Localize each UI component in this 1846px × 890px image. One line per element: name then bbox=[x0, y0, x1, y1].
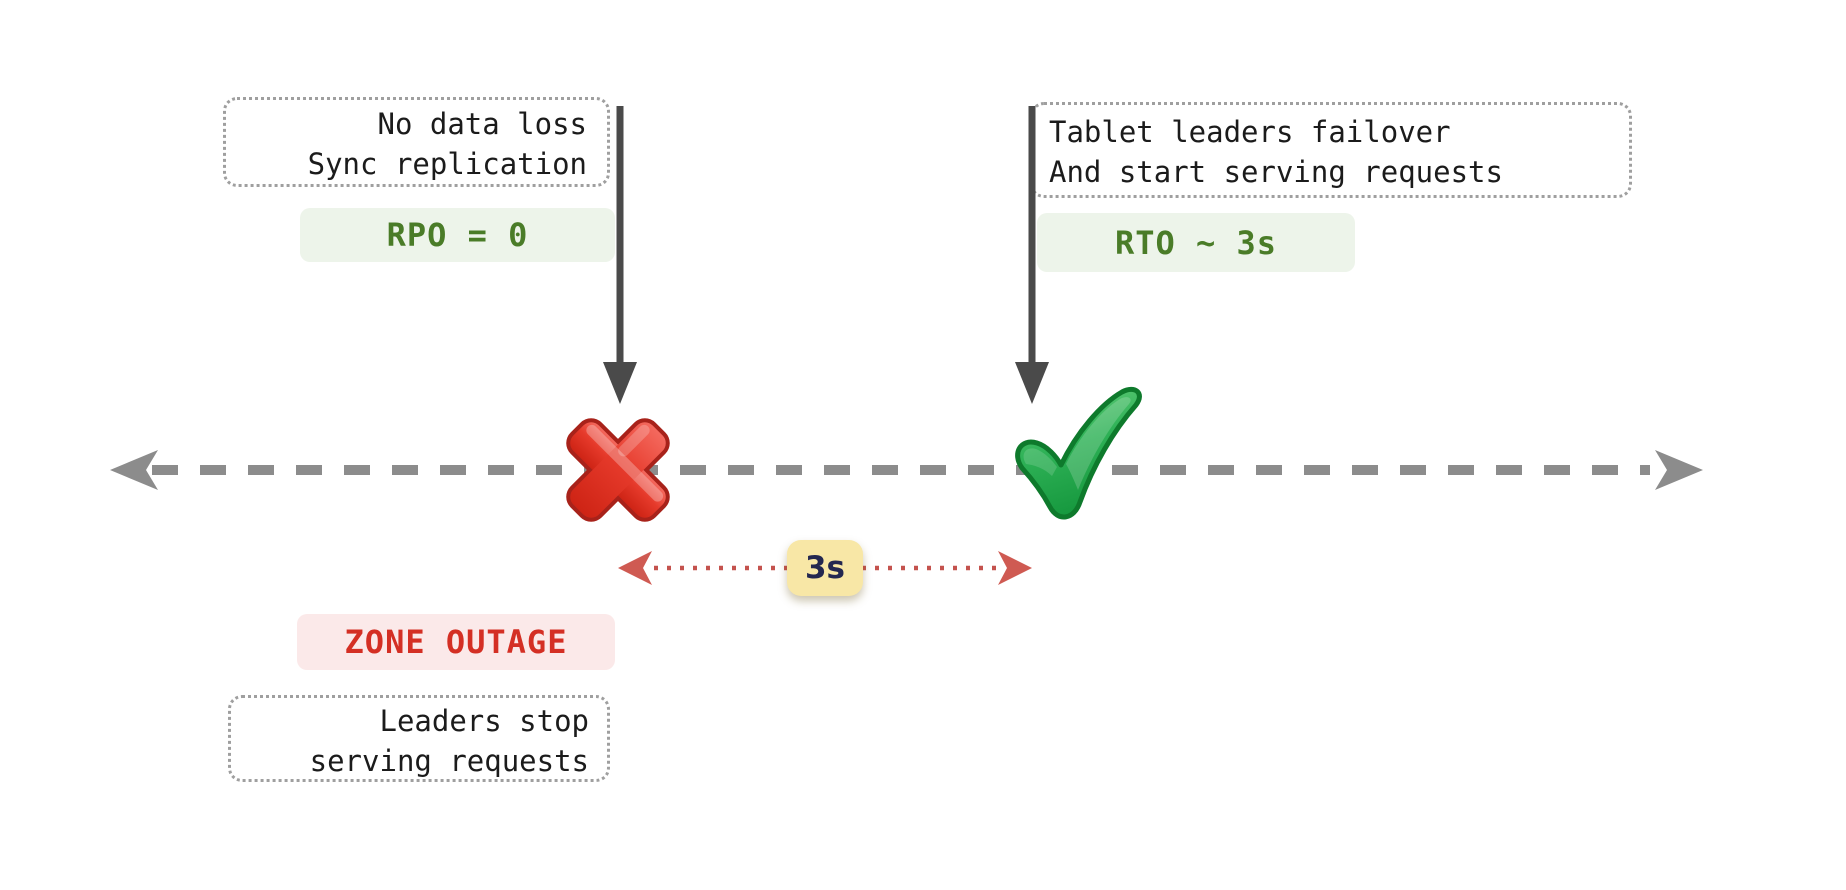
note-leaders-stop-line1: Leaders stop bbox=[379, 704, 589, 738]
note-leaders-stop: Leaders stop serving requests bbox=[228, 695, 610, 782]
note-no-data-loss-line1: No data loss bbox=[377, 107, 587, 141]
rto-badge: RTO ~ 3s bbox=[1037, 213, 1355, 272]
timeline-left-arrowhead bbox=[110, 450, 158, 490]
note-no-data-loss: No data loss Sync replication bbox=[223, 97, 610, 187]
check-mark-icon bbox=[1008, 376, 1148, 528]
note-leaders-stop-line2: serving requests bbox=[309, 744, 589, 778]
note-no-data-loss-line2: Sync replication bbox=[307, 147, 587, 181]
gap-arrow-right-head bbox=[998, 551, 1032, 585]
timeline-axis bbox=[110, 450, 1703, 490]
zone-outage-badge: ZONE OUTAGE bbox=[297, 614, 615, 670]
note-failover-line1: Tablet leaders failover bbox=[1049, 115, 1451, 149]
rpo-badge: RPO = 0 bbox=[300, 208, 615, 262]
gap-arrow-left-head bbox=[618, 551, 652, 585]
timeline-right-arrowhead bbox=[1655, 450, 1703, 490]
gap-duration-label: 3s bbox=[787, 540, 863, 596]
cross-mark-icon bbox=[556, 408, 680, 532]
note-failover-line2: And start serving requests bbox=[1049, 155, 1503, 189]
note-failover: Tablet leaders failover And start servin… bbox=[1030, 102, 1632, 198]
